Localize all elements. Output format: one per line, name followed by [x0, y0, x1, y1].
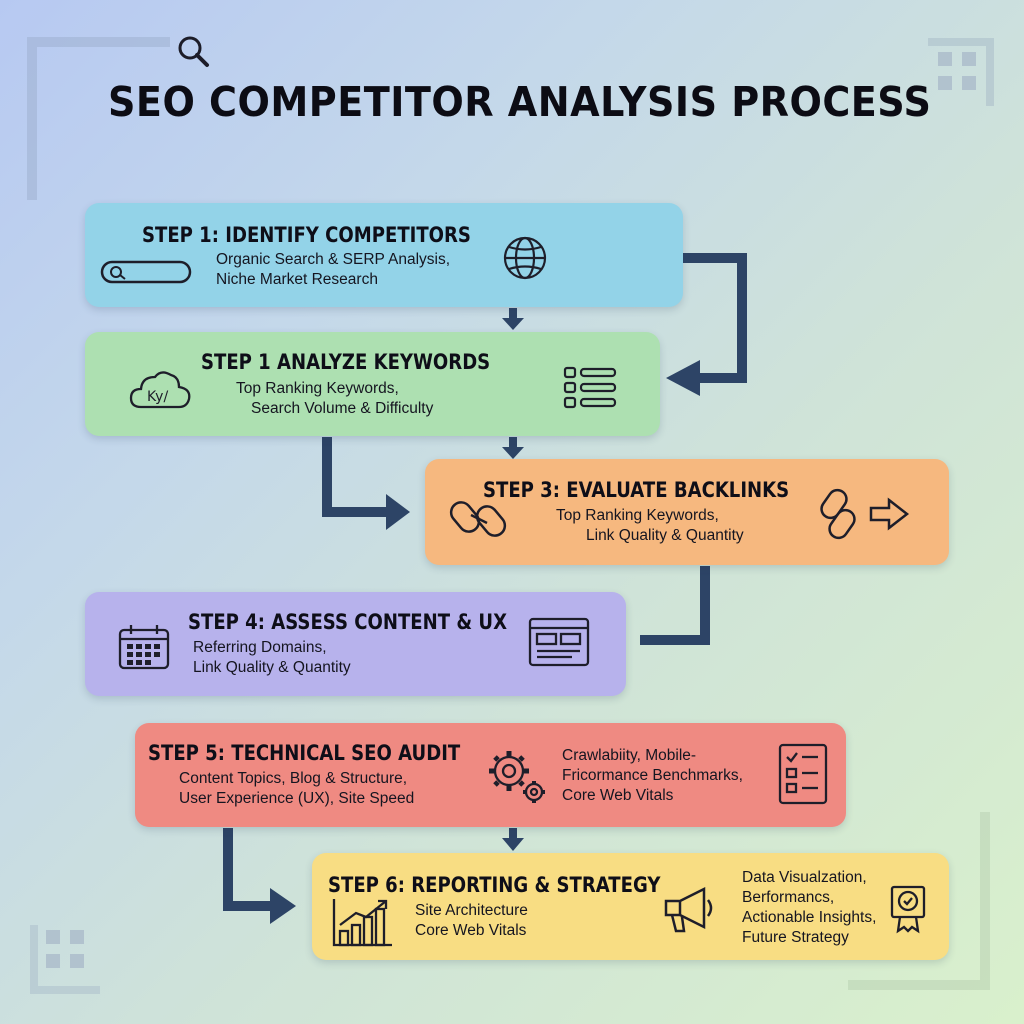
browser-window-icon	[528, 617, 590, 667]
step-1-line-1: Organic Search & SERP Analysis,	[216, 251, 451, 268]
step-3-line-1: Top Ranking Keywords,	[556, 507, 719, 524]
search-bar-icon	[100, 260, 192, 284]
step-5-extra-line-3: Core Web Vitals	[562, 787, 674, 804]
step-4-card: STEP 4: ASSESS CONTENT & UX Referring Do…	[85, 592, 626, 696]
step-2-card: STEP 1 ANALYZE KEYWORDS Top Ranking Keyw…	[85, 332, 660, 436]
award-icon	[890, 885, 926, 934]
step-5-extra-description: Crawlabiity, Mobile- Fricormance Benchma…	[562, 746, 743, 806]
step-1-title: STEP 1: IDENTIFY COMPETITORS	[142, 223, 471, 247]
magnifier-icon	[178, 36, 209, 67]
step-6-title: STEP 6: REPORTING & STRATEGY	[328, 873, 661, 897]
list-icon	[563, 366, 617, 409]
connector-3-to-4	[640, 566, 710, 645]
checklist-icon	[778, 743, 828, 805]
step-5-description: Content Topics, Blog & Structure, User E…	[179, 769, 414, 809]
globe-icon	[503, 236, 547, 280]
arrowhead-into-step6	[270, 888, 296, 924]
step-3-title: STEP 3: EVALUATE BACKLINKS	[483, 478, 790, 502]
step-2-line-2: Search Volume & Difficulty	[251, 400, 434, 417]
connector-1-to-2-right	[683, 253, 747, 383]
connector-5-to-6	[223, 828, 272, 911]
step-2-title: STEP 1 ANALYZE KEYWORDS	[201, 350, 491, 374]
step-1-line-2: Niche Market Research	[216, 271, 378, 288]
page-title: SEO COMPETITOR ANALYSIS PROCESS	[108, 78, 932, 126]
chain-link-icon	[449, 501, 507, 537]
svg-text:Ky/: Ky/	[147, 389, 168, 405]
calendar-icon	[118, 625, 170, 670]
step-5-line-1: Content Topics, Blog & Structure,	[179, 770, 408, 787]
connector-2-to-3	[322, 437, 388, 517]
megaphone-icon	[664, 886, 713, 933]
arrowhead-into-step2	[666, 360, 700, 396]
step-5-title: STEP 5: TECHNICAL SEO AUDIT	[148, 741, 461, 765]
gears-icon	[489, 751, 545, 803]
step-4-line-2: Link Quality & Quantity	[193, 659, 351, 676]
step-6-extra-description: Data Visualzation, Berformancs, Actionab…	[742, 868, 876, 948]
step-1-card: STEP 1: IDENTIFY COMPETITORS Organic Sea…	[85, 203, 683, 307]
step-6-description: Site Architecture Core Web Vitals	[415, 901, 528, 941]
step-6-line-2: Core Web Vitals	[415, 922, 527, 939]
step-5-card: STEP 5: TECHNICAL SEO AUDIT Content Topi…	[135, 723, 846, 827]
step-6-extra-line-3: Actionable Insights,	[742, 909, 877, 926]
step-5-line-2: User Experience (UX), Site Speed	[179, 790, 415, 807]
step-4-line-1: Referring Domains,	[193, 639, 327, 656]
keyword-cloud-icon: Ky/	[129, 371, 191, 409]
step-4-title: STEP 4: ASSESS CONTENT & UX	[188, 610, 508, 634]
chain-link-arrow-icon	[820, 488, 910, 540]
step-1-description: Organic Search & SERP Analysis, Niche Ma…	[216, 250, 450, 290]
step-3-description: Top Ranking Keywords, Link Quality & Qua…	[556, 506, 744, 546]
step-6-extra-line-2: Berformancs,	[742, 889, 835, 906]
step-6-card: STEP 6: REPORTING & STRATEGY Site Archit…	[312, 853, 949, 960]
step-3-card: STEP 3: EVALUATE BACKLINKS Top Ranking K…	[425, 459, 949, 565]
step-6-extra-line-1: Data Visualzation,	[742, 869, 867, 886]
step-3-line-2: Link Quality & Quantity	[586, 527, 744, 544]
arrowhead-into-step3	[386, 494, 410, 530]
step-5-extra-line-1: Crawlabiity, Mobile-	[562, 747, 697, 764]
step-6-line-1: Site Architecture	[415, 902, 528, 919]
step-4-description: Referring Domains, Link Quality & Quanti…	[193, 638, 351, 678]
step-5-extra-line-2: Fricormance Benchmarks,	[562, 767, 743, 784]
step-2-description: Top Ranking Keywords, Search Volume & Di…	[236, 379, 433, 419]
step-2-line-1: Top Ranking Keywords,	[236, 380, 399, 397]
step-6-extra-line-4: Future Strategy	[742, 929, 849, 946]
bar-chart-icon	[332, 899, 392, 947]
